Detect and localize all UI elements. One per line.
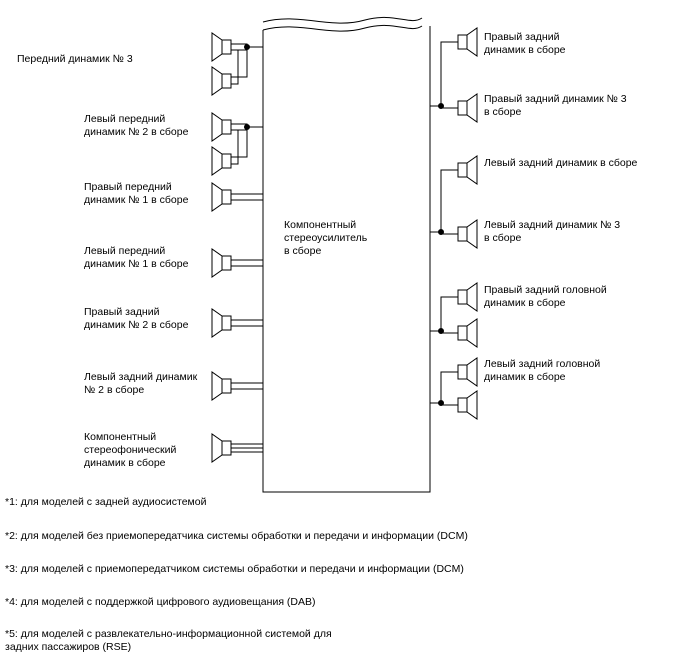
left-speaker-label-4: Левый передний динамик № 1 в сборе [84,245,188,271]
left-speaker-pair-2 [211,112,263,176]
left-speaker-7 [211,433,263,463]
right-speaker-pair-3 [430,282,478,348]
label-line: Передний динамик № 3 [17,53,133,65]
label-line: динамик в сборе [484,371,566,383]
label-line: Компонентный [84,431,157,443]
amplifier-label: Компонентный стереоусилитель в сборе [284,219,367,258]
right-speaker-label-1: Правый задний динамик в сборе [484,31,566,57]
label-line: Правый передний [84,181,172,193]
footnote-1: *1: для моделей с задней аудиосистемой [5,496,207,508]
right-speaker-pair-4 [430,357,478,420]
left-speaker-4 [211,248,263,278]
label-line: Правый задний [484,31,560,43]
left-speaker-label-1: Передний динамик № 3 [17,53,133,66]
label-line: Правый задний [84,306,160,318]
left-speaker-6 [211,371,263,401]
label-line: Правый задний головной [484,284,607,296]
right-speaker-label-6: Левый задний головной динамик в сборе [484,358,600,384]
left-speaker-label-6: Левый задний динамик № 2 в сборе [84,371,197,397]
left-speaker-label-5: Правый задний динамик № 2 в сборе [84,306,188,332]
left-speaker-5 [211,308,263,338]
label-line: Правый задний динамик № 3 [484,93,627,105]
label-line: динамик № 1 в сборе [84,258,189,270]
label-line: Левый задний динамик в сборе [484,157,638,169]
label-line: Левый передний [84,113,166,125]
left-speaker-pair-1 [211,32,263,96]
amplifier-box [262,16,431,493]
left-speaker-label-7: Компонентный стереофонический динамик в … [84,431,176,470]
label-line: динамик в сборе [484,44,566,56]
label-line: динамик в сборе [84,457,166,469]
label-line: Левый задний динамик № 3 [484,219,621,231]
right-speaker-pair-1 [430,27,478,123]
footnote-5-continued: задних пассажиров (RSE) [5,641,132,653]
footnote-4: *4: для моделей с поддержкой цифрового а… [5,596,316,608]
label-line: в сборе [484,232,522,244]
footnote-3: *3: для моделей с приемопередатчиком сис… [5,563,464,575]
right-speaker-pair-2 [430,155,478,249]
label-line: Левый передний [84,245,166,257]
label-line: динамик № 2 в сборе [84,126,189,138]
label-line: динамик № 1 в сборе [84,194,189,206]
amplifier-label-line: в сборе [284,245,322,257]
right-speaker-label-5: Правый задний головной динамик в сборе [484,284,607,310]
amplifier-label-line: Компонентный [284,219,357,231]
left-speaker-label-2: Левый передний динамик № 2 в сборе [84,113,188,139]
amplifier-label-line: стереоусилитель [284,232,368,244]
label-line: Левый задний динамик [84,371,198,383]
label-line: в сборе [484,106,522,118]
left-speaker-label-3: Правый передний динамик № 1 в сборе [84,181,188,207]
footnote-2: *2: для моделей без приемопередатчика си… [5,530,468,542]
right-speaker-label-2: Правый задний динамик № 3 в сборе [484,93,627,119]
footnote-5: *5: для моделей с развлекательно-информа… [5,628,332,640]
label-line: № 2 в сборе [84,384,145,396]
label-line: динамик № 2 в сборе [84,319,189,331]
label-line: стереофонический [84,444,177,456]
right-speaker-label-4: Левый задний динамик № 3 в сборе [484,219,620,245]
label-line: динамик в сборе [484,297,566,309]
left-speaker-3 [211,182,263,212]
label-line: Левый задний головной [484,358,601,370]
right-speaker-label-3: Левый задний динамик в сборе [484,157,637,170]
